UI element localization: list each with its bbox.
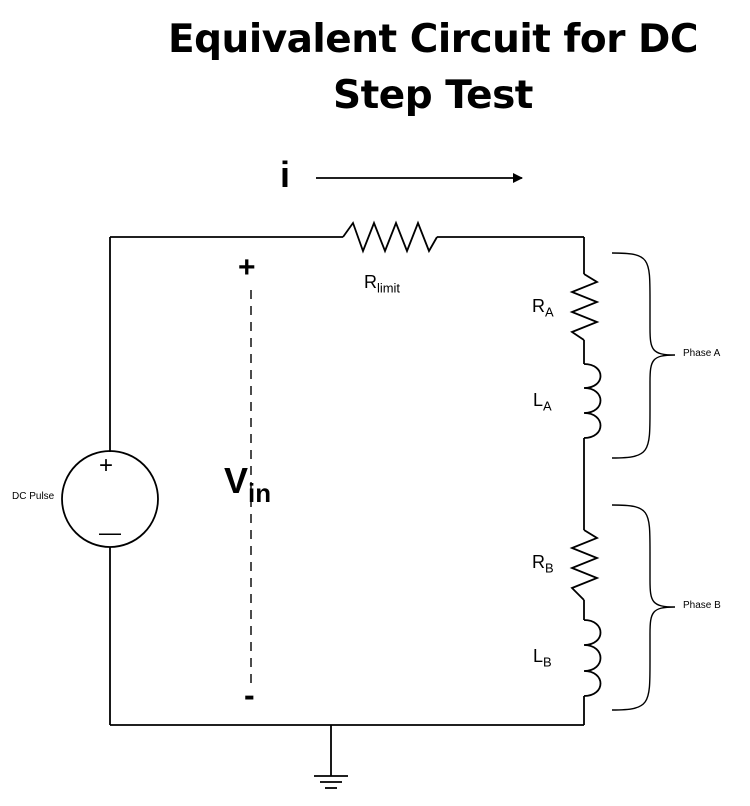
- phase-b-inductor: [583, 619, 602, 697]
- phase-b-inductor-label: LB: [533, 646, 552, 670]
- r-limit-label: Rlimit: [364, 272, 401, 296]
- title-line-1: Equivalent Circuit for DC: [168, 17, 699, 62]
- current-label: i: [280, 154, 291, 195]
- phase-a-resistor: [569, 273, 600, 341]
- title-line-2: Step Test: [333, 73, 533, 118]
- dc-pulse-source: [61, 450, 159, 548]
- source-plus-sign: +: [99, 452, 114, 479]
- phase-b-resistor-label: RB: [532, 552, 554, 576]
- phase-a-inductor-label: LA: [533, 390, 552, 414]
- phase-a-label: Phase A: [683, 348, 721, 359]
- phase-b-resistor: [569, 529, 600, 601]
- ground-symbol: [314, 725, 348, 789]
- source-minus-sign: —: [99, 520, 121, 545]
- dc-pulse-label: DC Pulse: [12, 491, 55, 502]
- phase-a-brace: [611, 252, 676, 459]
- voltage-label: Vin: [224, 460, 272, 509]
- diagram-title: Equivalent Circuit for DC Step Test: [100, 12, 750, 124]
- phase-a-inductor: [583, 363, 602, 439]
- r-limit-resistor: [342, 220, 438, 254]
- voltage-minus-sign: -: [244, 677, 255, 713]
- phase-a-resistor-label: RA: [532, 296, 554, 320]
- phase-b-label: Phase B: [683, 600, 721, 611]
- phase-b-brace: [611, 504, 676, 711]
- voltage-plus-sign: +: [238, 251, 256, 284]
